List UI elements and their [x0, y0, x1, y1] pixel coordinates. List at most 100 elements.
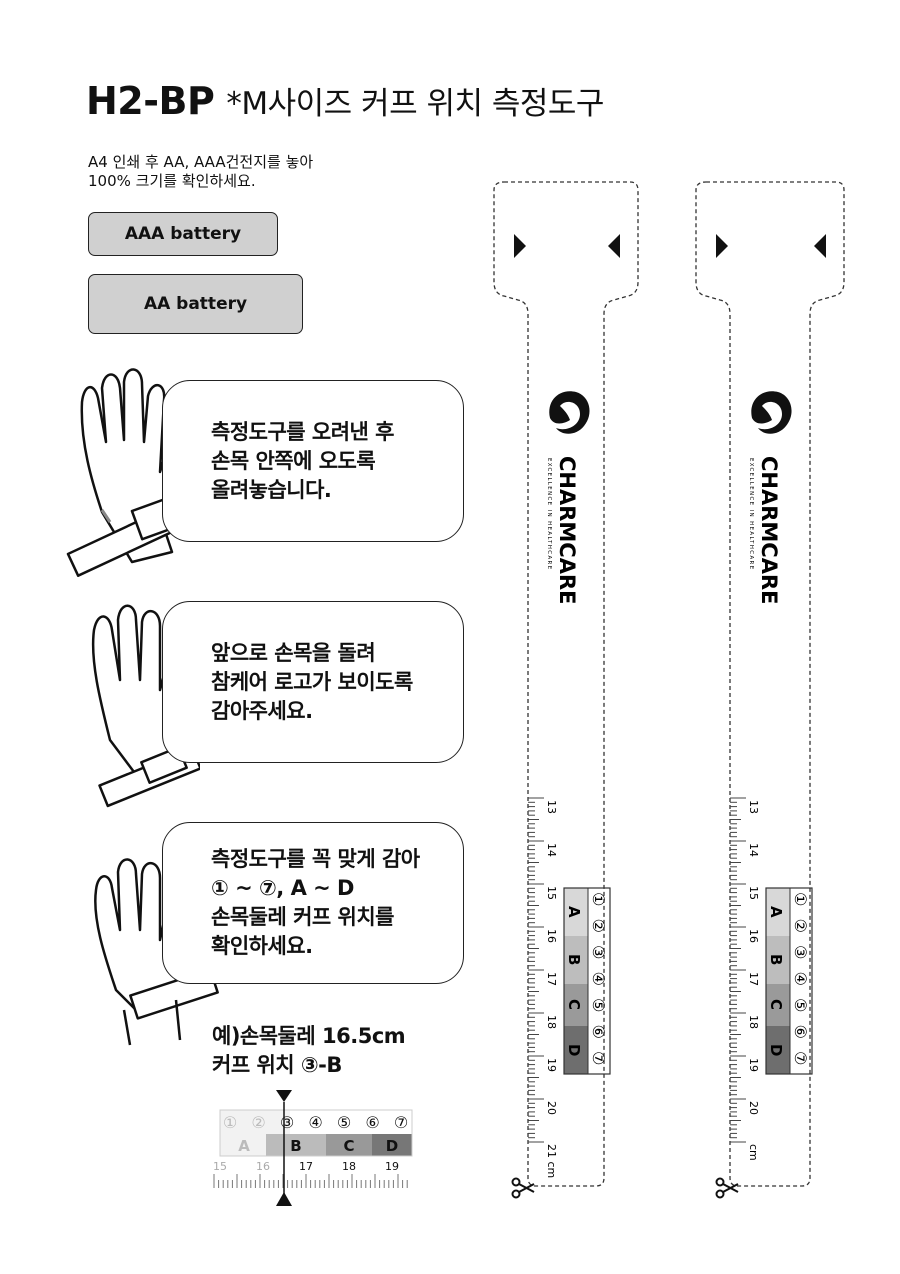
position-mark-2: ② — [791, 919, 810, 933]
step-3-line-2: ① ~ ⑦, A ~ D — [211, 876, 354, 900]
grade-band-b — [564, 936, 588, 984]
example-scale-15: 15 — [213, 1160, 227, 1173]
ruler-label-21: 21 cm — [545, 1144, 558, 1178]
grade-table-border — [765, 887, 813, 1075]
charmcare-logo-icon — [549, 391, 590, 434]
step-3-line-1: 측정도구를 꼭 맞게 감아 — [211, 847, 420, 871]
ruler-ticks — [730, 797, 746, 1143]
position-mark-4: ④ — [589, 972, 608, 986]
model-name: H2-BP — [86, 79, 215, 123]
strip-cut-outline — [695, 181, 845, 1187]
position-mark-4: ④ — [791, 972, 810, 986]
example-letter-b: B — [290, 1137, 301, 1155]
step-1-line-2: 손목 안쪽에 오도록 — [211, 448, 376, 473]
example-letter-a: A — [238, 1137, 250, 1155]
brand-name: CHARMCARE — [555, 456, 579, 605]
instruction-line-1: A4 인쇄 후 AA, AAA건전지를 놓아 — [88, 153, 314, 171]
align-arrow-left-icon — [608, 234, 620, 258]
brand-tagline: EXCELLENCE IN HEALTHCARE — [748, 458, 754, 571]
title-subtitle: *M사이즈 커프 위치 측정도구 — [226, 86, 604, 122]
grade-band-a — [564, 888, 588, 936]
print-instructions: A4 인쇄 후 AA, AAA건전지를 놓아 100% 크기를 확인하세요. — [88, 153, 313, 191]
step-2-bubble: 앞으로 손목을 돌려 참케어 로고가 보이도록 감아주세요. — [162, 601, 464, 763]
ruler-label-16: 16 — [747, 929, 760, 943]
grade-table-border — [563, 887, 611, 1075]
hand-step2-illustration — [91, 604, 200, 808]
example-text: 예)손목둘레 16.5cm 커프 위치 ③-B — [212, 1022, 406, 1080]
ruler-label-19: 19 — [545, 1058, 558, 1072]
grade-band-c — [766, 984, 790, 1026]
ruler-label-19: 19 — [747, 1058, 760, 1072]
example-position-2: ② — [251, 1113, 265, 1132]
align-arrow-right-icon — [716, 234, 728, 258]
ruler-label-16: 16 — [545, 929, 558, 943]
example-position-1: ① — [223, 1113, 237, 1132]
brand-tagline: EXCELLENCE IN HEALTHCARE — [546, 458, 552, 571]
position-mark-5: ⑤ — [589, 998, 608, 1012]
align-arrow-right-icon — [514, 234, 526, 258]
align-arrow-left-icon — [814, 234, 826, 258]
example-letter-c: C — [343, 1137, 354, 1155]
example-scale-18: 18 — [342, 1160, 356, 1173]
example-band-d — [372, 1134, 412, 1156]
example-line-2: 커프 위치 ③-B — [212, 1053, 342, 1077]
brand-name: CHARMCARE — [757, 456, 781, 605]
position-mark-5: ⑤ — [791, 998, 810, 1012]
grade-letter-a: A — [565, 906, 583, 918]
example-scale-16: 16 — [256, 1160, 270, 1173]
grade-letter-b: B — [565, 954, 583, 965]
position-mark-3: ③ — [791, 945, 810, 959]
example-letter-d: D — [386, 1137, 398, 1155]
grade-letter-c: C — [565, 999, 583, 1010]
ruler-label-21: cm — [747, 1144, 760, 1161]
step-3-bubble: 측정도구를 꼭 맞게 감아 ① ~ ⑦, A ~ D 손목둘레 커프 위치를 확… — [162, 822, 464, 984]
example-position-3: ③ — [280, 1113, 294, 1132]
example-position-4: ④ — [308, 1113, 322, 1132]
position-mark-2: ② — [589, 919, 608, 933]
ruler-label-14: 14 — [747, 843, 760, 857]
position-mark-7: ⑦ — [589, 1051, 608, 1065]
ruler-label-13: 13 — [747, 800, 760, 814]
step-3-line-4: 확인하세요. — [211, 934, 313, 958]
ruler-label-20: 20 — [747, 1101, 760, 1115]
step-3-line-3: 손목둘레 커프 위치를 — [211, 905, 395, 929]
example-position-6: ⑥ — [365, 1113, 379, 1132]
step-2-line-2: 참케어 로고가 보이도록 — [211, 669, 413, 694]
ruler-label-13: 13 — [545, 800, 558, 814]
grade-band-c — [564, 984, 588, 1026]
grade-letter-d: D — [767, 1044, 785, 1056]
step-1-bubble: 측정도구를 오려낸 후 손목 안쪽에 오도록 올려놓습니다. — [162, 380, 464, 542]
position-mark-6: ⑥ — [791, 1025, 810, 1039]
ruler-label-14: 14 — [545, 843, 558, 857]
position-mark-1: ① — [589, 892, 608, 906]
ruler-label-15: 15 — [545, 886, 558, 900]
pointer-top-icon — [276, 1090, 292, 1102]
charmcare-logo-icon — [751, 391, 792, 434]
ruler-label-20: 20 — [545, 1101, 558, 1115]
ruler-ticks — [528, 797, 544, 1143]
ruler-label-18: 18 — [747, 1015, 760, 1029]
example-band-c — [326, 1134, 372, 1156]
aa-battery-guide: AA battery — [88, 274, 303, 334]
example-position-7: ⑦ — [394, 1113, 408, 1132]
ruler-label-17: 17 — [545, 972, 558, 986]
example-scale-17: 17 — [299, 1160, 313, 1173]
step-1-line-1: 측정도구를 오려낸 후 — [211, 419, 395, 444]
step-1-line-3: 올려놓습니다. — [211, 477, 332, 502]
position-mark-1: ① — [791, 892, 810, 906]
position-mark-3: ③ — [589, 945, 608, 959]
example-line-1: 예)손목둘레 16.5cm — [212, 1024, 406, 1048]
grade-band-d — [766, 1026, 790, 1074]
example-scale-19: 19 — [385, 1160, 399, 1173]
grade-letter-d: D — [565, 1044, 583, 1056]
grade-band-b — [766, 936, 790, 984]
position-mark-7: ⑦ — [791, 1051, 810, 1065]
grade-band-a — [766, 888, 790, 936]
instruction-line-2: 100% 크기를 확인하세요. — [88, 172, 256, 190]
example-band-b — [266, 1134, 326, 1156]
